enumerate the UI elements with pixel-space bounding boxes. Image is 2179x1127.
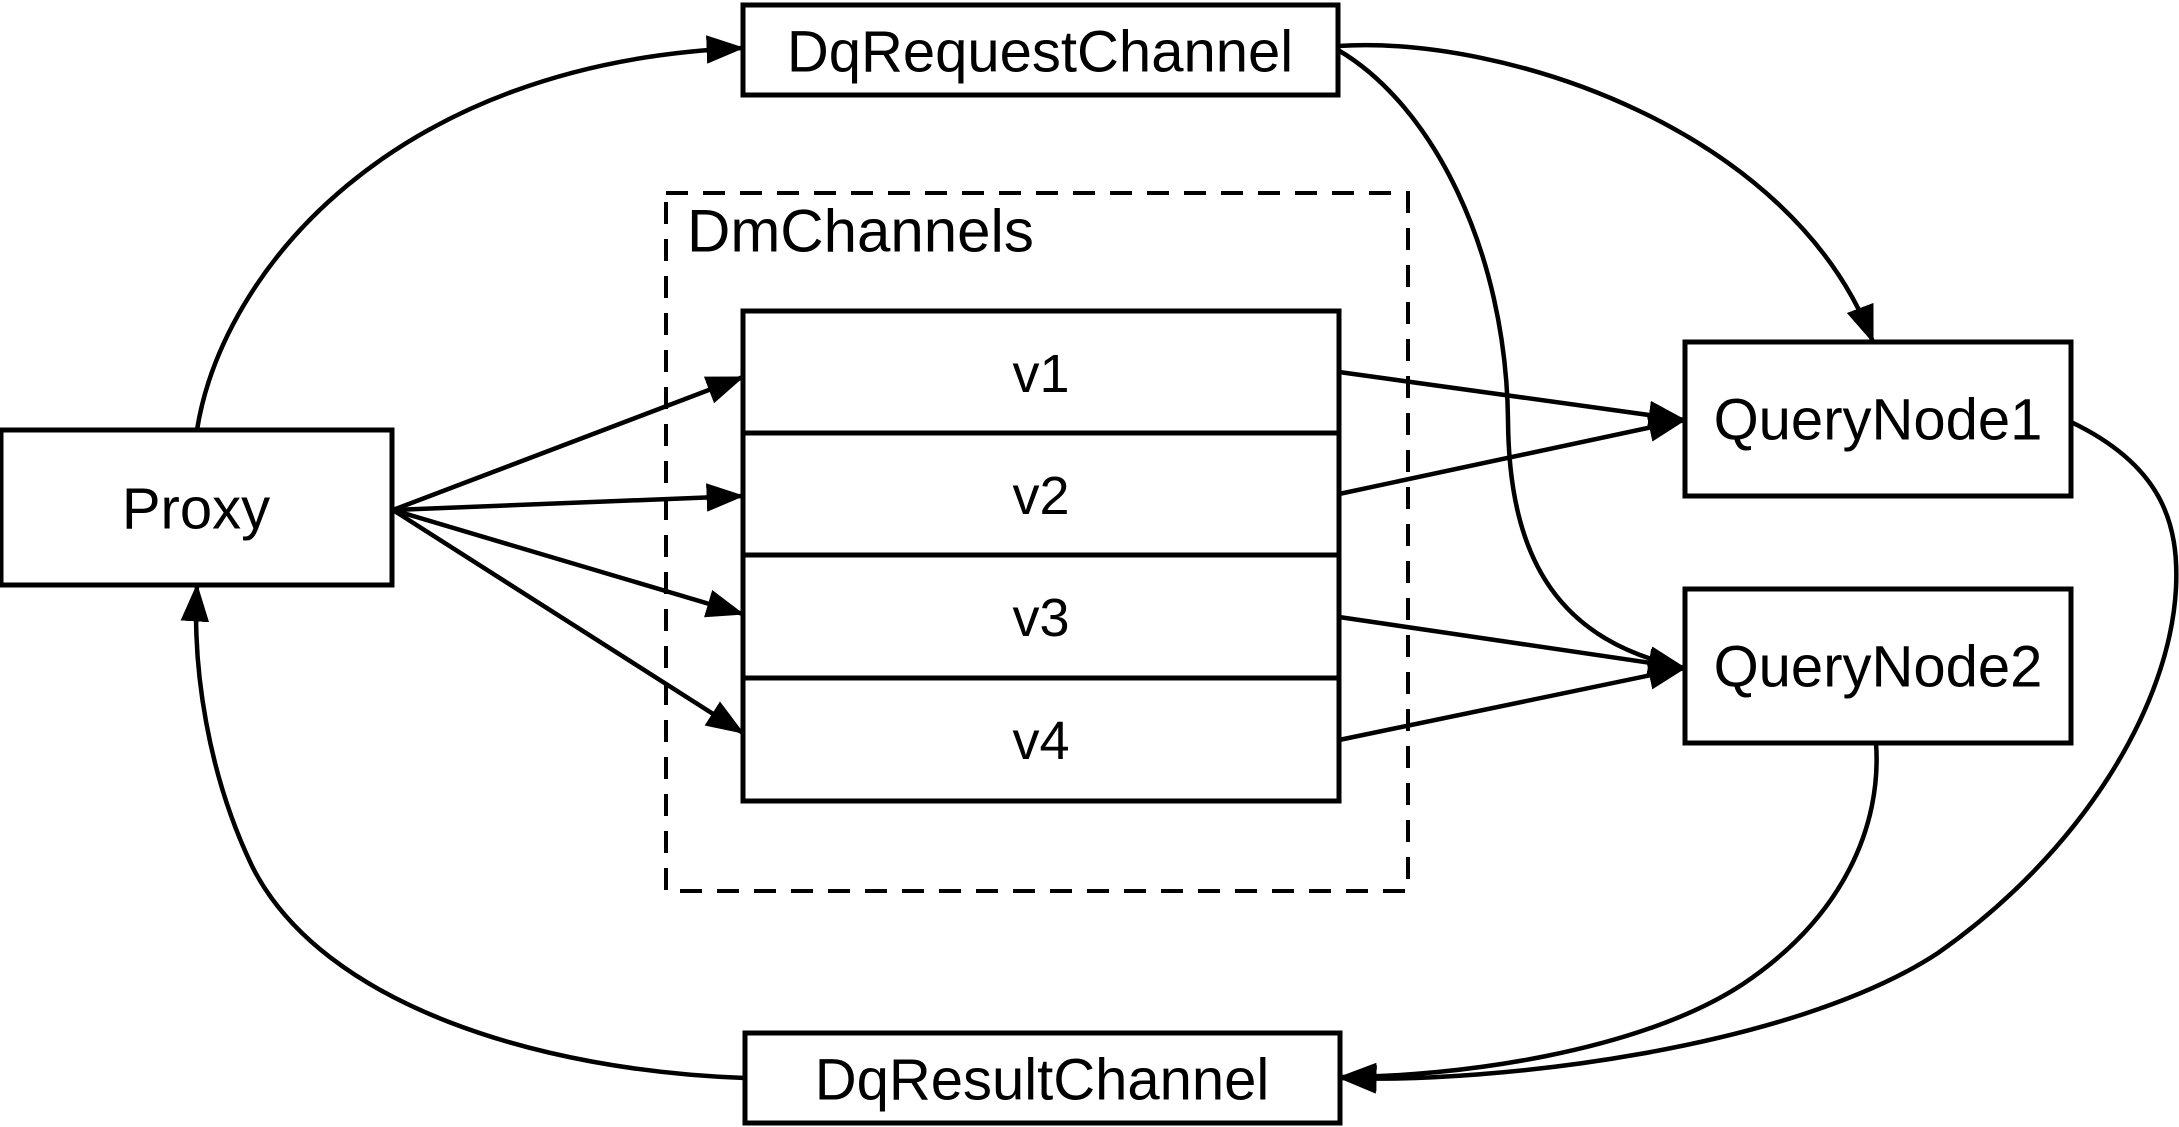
edge-v1-to-query-node-1 (1338, 369, 1687, 430)
edge-query-node-2-to-dq-result-channel (1338, 742, 1879, 1092)
dq-request-channel-node-label: DqRequestChannel (787, 20, 1293, 85)
edge-proxy-to-dq-request-channel (194, 35, 745, 431)
edge-dq-result-channel-to-proxy (180, 583, 746, 1081)
dq-result-channel-node-label: DqResultChannel (815, 1048, 1270, 1113)
channel-v4-label: v4 (1012, 711, 1069, 771)
edge-v2-to-query-node-1 (1338, 413, 1687, 497)
query-node-1-box (1682, 339, 2074, 499)
dm-channels-group-box (664, 191, 1410, 893)
node-layer: Proxy DqRequestChannel v1 v2 v3 v4 Query… (0, 2, 2074, 1126)
edge-proxy-to-v2 (392, 483, 745, 513)
channel-v2-label: v2 (1012, 466, 1069, 526)
edge-proxy-to-v3 (392, 507, 745, 618)
edge-proxy-to-v1 (392, 374, 745, 513)
edge-dq-request-channel-to-query-node-2 (1336, 48, 1687, 675)
channel-v2-box (740, 430, 1342, 558)
channel-v1-label: v1 (1012, 344, 1069, 404)
edge-proxy-to-v4 (391, 508, 745, 735)
proxy-node-box (0, 427, 395, 588)
channel-v4-box (740, 675, 1342, 804)
channel-v3-label: v3 (1012, 588, 1069, 648)
proxy-node-label: Proxy (122, 477, 270, 542)
edge-dq-request-channel-to-query-node-1 (1337, 42, 1876, 344)
edge-v4-to-query-node-2 (1338, 661, 1687, 743)
query-node-2-box (1682, 586, 2074, 746)
edge-layer (180, 35, 2179, 1094)
dq-request-channel-node-box (740, 2, 1341, 98)
edge-query-node-1-to-dq-result-channel (1338, 419, 2179, 1094)
query-node-2-label: QueryNode2 (1714, 635, 2043, 700)
dq-result-channel-node-box (742, 1030, 1343, 1126)
query-node-1-label: QueryNode1 (1714, 388, 2043, 453)
channel-v1-box (740, 308, 1342, 436)
edge-v3-to-query-node-2 (1338, 614, 1687, 677)
dm-channels-group-label: DmChannels (687, 198, 1034, 265)
